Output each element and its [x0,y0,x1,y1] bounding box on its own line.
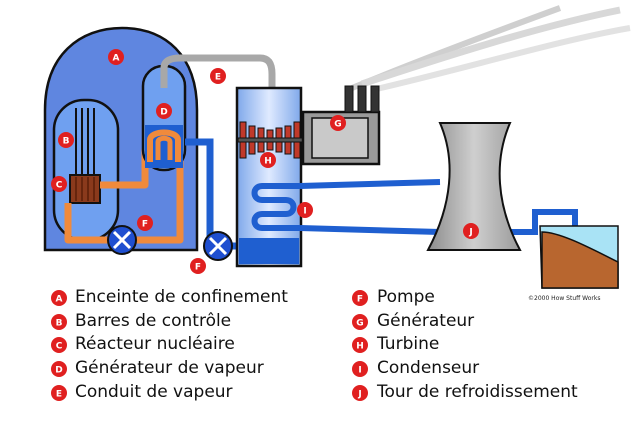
turbine-building [235,86,303,268]
badge-f-secondary: F [190,258,206,274]
steam-pipe [160,54,276,96]
svg-text:I: I [358,366,361,376]
svg-text:G: G [356,319,363,329]
badge-a: A [108,49,124,65]
badge-h: H [260,152,276,168]
svg-text:Barres de contrôle: Barres de contrôle [75,311,231,331]
svg-text:F: F [357,295,363,305]
svg-text:J: J [357,390,361,400]
badge-j: J [463,223,479,239]
badge-i: I [297,202,313,218]
svg-text:Turbine: Turbine [376,334,439,354]
svg-text:A: A [113,54,120,64]
svg-text:Pompe: Pompe [377,287,435,307]
water-source [539,225,619,289]
primary-pump [107,225,137,255]
secondary-pump [203,231,233,261]
svg-text:F: F [195,263,201,273]
svg-text:G: G [334,120,341,130]
svg-text:C: C [56,181,63,191]
badge-c: C [51,176,67,192]
svg-text:Conduit de vapeur: Conduit de vapeur [75,382,233,402]
svg-text:H: H [356,342,364,352]
svg-text:Condenseur: Condenseur [377,358,479,378]
svg-text:D: D [160,108,167,118]
svg-text:I: I [303,207,306,217]
legend-item-f: F Pompe [352,287,435,307]
legend-item-c: C Réacteur nucléaire [51,334,235,354]
svg-text:C: C [56,342,63,352]
legend-item-d: D Générateur de vapeur [51,358,264,378]
legend: A Enceinte de confinement B Barres de co… [51,287,578,402]
svg-text:J: J [468,228,472,238]
legend-item-j: J Tour de refroidissement [352,382,578,402]
reactor-vessel [52,98,120,242]
svg-text:D: D [55,366,62,376]
reactor-core [69,174,101,204]
badge-b: B [58,132,74,148]
diagram-badges: A B C D E F F G [51,49,479,274]
copyright-notice: ©2000 How Stuff Works [528,295,601,302]
legend-item-h: H Turbine [352,334,439,354]
legend-item-b: B Barres de contrôle [51,311,231,331]
legend-item-i: I Condenseur [352,358,479,378]
svg-text:Générateur de vapeur: Générateur de vapeur [75,358,264,378]
svg-text:A: A [56,295,63,305]
badge-g: G [330,115,346,131]
legend-item-g: G Générateur [352,311,474,331]
svg-text:F: F [142,220,148,230]
svg-text:Générateur: Générateur [377,311,474,331]
badge-e: E [210,68,226,84]
svg-text:B: B [63,137,70,147]
legend-item-a: A Enceinte de confinement [51,287,288,307]
svg-text:Enceinte de confinement: Enceinte de confinement [75,287,288,307]
svg-text:E: E [56,390,62,400]
smoke-plumes [350,5,631,93]
power-line-insulators [344,85,380,113]
turbine [237,121,307,159]
svg-text:H: H [264,157,272,167]
legend-item-e: E Conduit de vapeur [51,382,233,402]
cooling-water-pipes [299,179,578,235]
badge-f-primary: F [137,215,153,231]
svg-text:Réacteur nucléaire: Réacteur nucléaire [75,334,235,354]
svg-text:Tour de refroidissement: Tour de refroidissement [376,382,578,402]
condenser-coil [251,183,300,231]
svg-text:B: B [56,319,63,329]
badge-d: D [156,103,172,119]
cooling-tower [426,122,522,251]
svg-text:E: E [215,73,221,83]
